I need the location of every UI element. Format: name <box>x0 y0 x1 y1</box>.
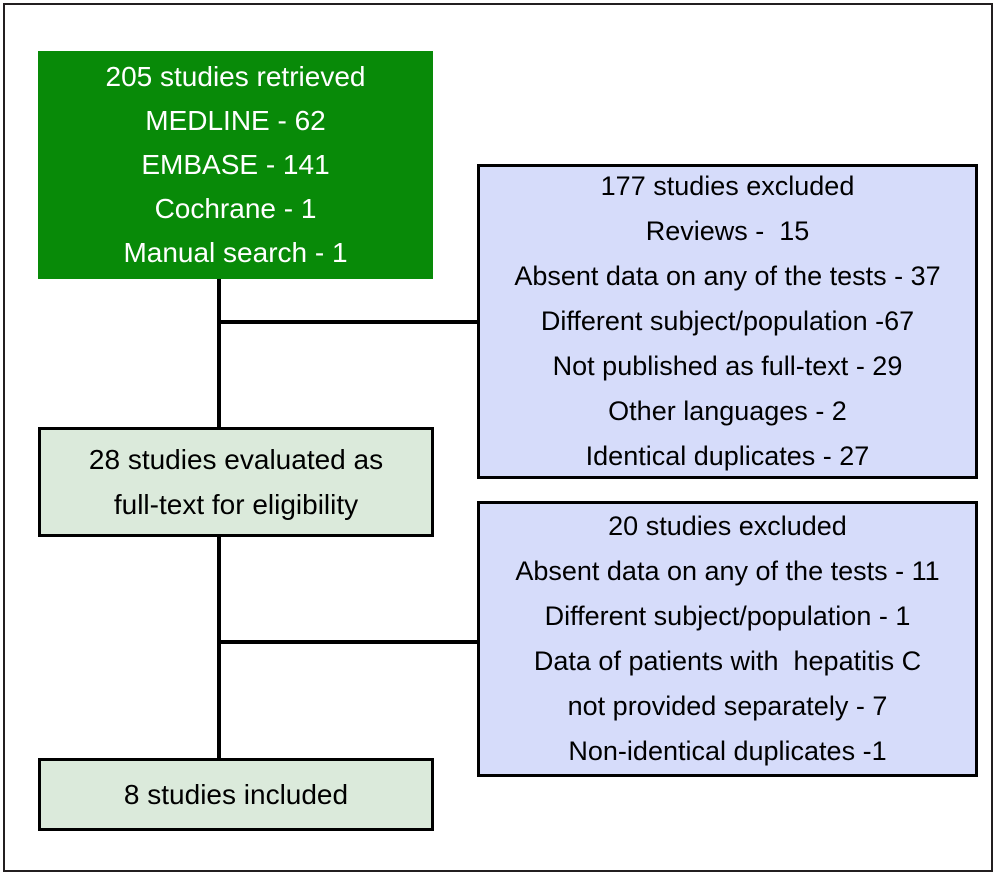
node-studies-retrieved: 205 studies retrieved MEDLINE - 62 EMBAS… <box>38 51 433 279</box>
retrieved-line-1: 205 studies retrieved <box>105 61 366 92</box>
excluded-screening-line-4: Different subject/population -67 <box>540 306 915 336</box>
excluded-screening-line-2: Reviews - 15 <box>645 216 810 246</box>
eligibility-line-2: full-text for eligibility <box>113 489 359 520</box>
retrieved-line-2: MEDLINE - 62 <box>145 105 326 136</box>
excluded-screening-line-1: 177 studies excluded <box>600 171 855 201</box>
connector-branch-to-excluded-screening <box>217 320 479 324</box>
retrieved-line-4: Cochrane - 1 <box>154 193 317 224</box>
eligibility-line-1: 28 studies evaluated as <box>88 444 384 475</box>
node-studies-evaluated-full-text: 28 studies evaluated as full-text for el… <box>38 427 434 537</box>
retrieved-line-5: Manual search - 1 <box>123 237 348 268</box>
connector-retrieved-to-eligibility <box>217 279 221 429</box>
retrieved-line-3: EMBASE - 141 <box>141 149 330 180</box>
excluded-eligibility-line-1: 20 studies excluded <box>608 511 847 541</box>
node-studies-included: 8 studies included <box>38 758 434 831</box>
excluded-screening-line-5: Not published as full-text - 29 <box>552 351 903 381</box>
excluded-eligibility-line-6: Non-identical duplicates -1 <box>568 736 887 766</box>
excluded-eligibility-line-3: Different subject/population - 1 <box>544 601 911 631</box>
excluded-screening-line-7: Identical duplicates - 27 <box>585 441 870 471</box>
included-line-1: 8 studies included <box>123 779 349 810</box>
node-studies-excluded-eligibility: 20 studies excluded Absent data on any o… <box>477 501 978 777</box>
connector-eligibility-to-included <box>217 537 221 760</box>
excluded-screening-line-6: Other languages - 2 <box>608 396 847 426</box>
excluded-screening-line-3: Absent data on any of the tests - 37 <box>514 261 941 291</box>
node-studies-excluded-screening: 177 studies excluded Reviews - 15 Absent… <box>477 164 978 479</box>
connector-branch-to-excluded-eligibility <box>217 640 479 644</box>
excluded-eligibility-line-5: not provided separately - 7 <box>567 691 888 721</box>
figure-frame: 205 studies retrieved MEDLINE - 62 EMBAS… <box>3 3 993 872</box>
excluded-eligibility-line-2: Absent data on any of the tests - 11 <box>515 556 940 586</box>
excluded-eligibility-line-4: Data of patients with hepatitis C <box>533 646 922 676</box>
